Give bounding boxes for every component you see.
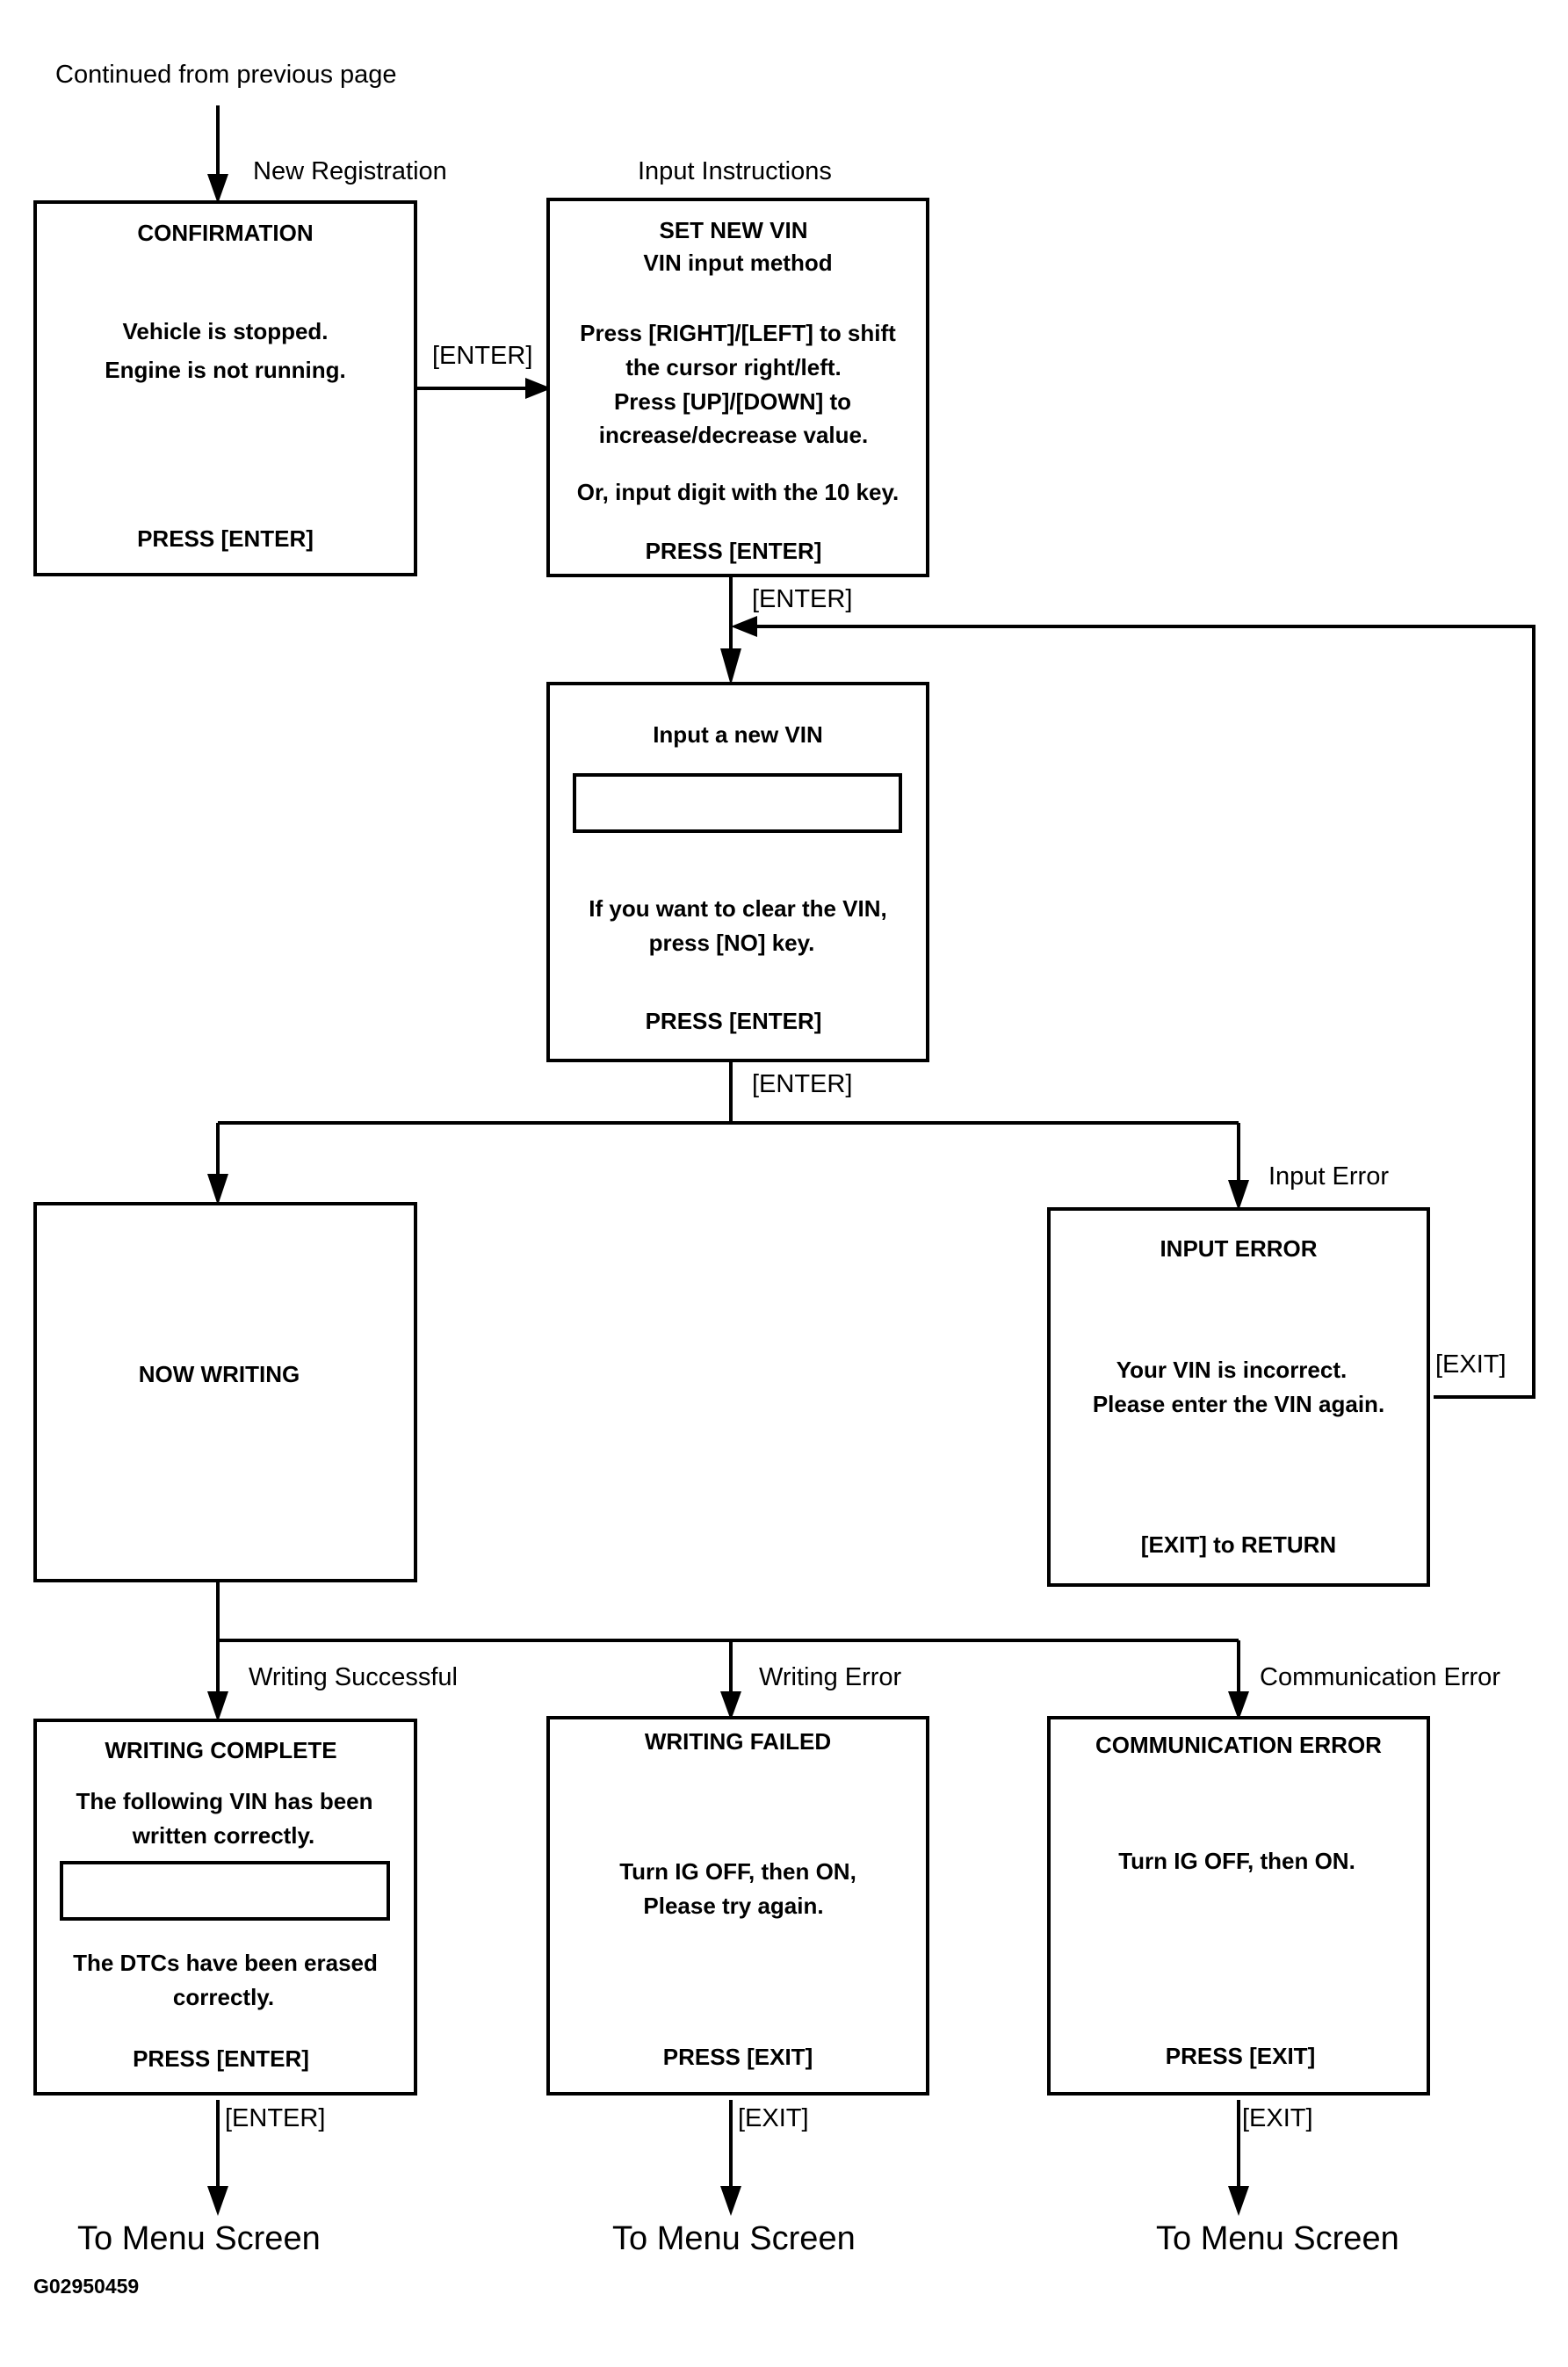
box-text-line: Please try again. bbox=[643, 1893, 824, 1919]
box-title: Input a new VIN bbox=[653, 721, 823, 748]
box-set-new-vin: SET NEW VIN VIN input method Press [RIGH… bbox=[546, 198, 929, 577]
label-enter-complete: [ENTER] bbox=[225, 2104, 326, 2132]
arrowhead-down bbox=[1228, 1691, 1249, 1720]
box-title: SET NEW VIN bbox=[659, 217, 808, 243]
box-text-line: The following VIN has been bbox=[76, 1788, 373, 1814]
arrowhead-down bbox=[207, 1174, 228, 1205]
label-communication-error: Communication Error bbox=[1260, 1663, 1500, 1691]
box-writing-failed: WRITING FAILED Turn IG OFF, then ON, Ple… bbox=[546, 1716, 929, 2096]
box-text-line: increase/decrease value. bbox=[598, 422, 869, 448]
arrowhead-down bbox=[720, 648, 741, 685]
box-text-line: correctly. bbox=[172, 1984, 275, 2010]
label-enter-input: [ENTER] bbox=[752, 1070, 853, 1098]
arrowhead-down bbox=[1228, 2186, 1249, 2216]
box-footer: PRESS [ENTER] bbox=[133, 2045, 309, 2072]
arrowhead-down bbox=[207, 2186, 228, 2216]
box-title: NOW WRITING bbox=[138, 1361, 300, 1387]
label-enter-confirm: [ENTER] bbox=[432, 342, 533, 370]
box-title: WRITING FAILED bbox=[644, 1728, 832, 1755]
box-input-error: INPUT ERROR Your VIN is incorrect. Pleas… bbox=[1047, 1207, 1430, 1587]
box-subtitle: VIN input method bbox=[643, 250, 833, 276]
label-exit-comm: [EXIT] bbox=[1242, 2104, 1313, 2132]
box-title: INPUT ERROR bbox=[1160, 1235, 1318, 1262]
box-text-line: The DTCs have been erased bbox=[73, 1950, 378, 1976]
box-text-line: Please enter the VIN again. bbox=[1092, 1391, 1385, 1417]
continued-label: Continued from previous page bbox=[55, 61, 397, 89]
box-text-line: If you want to clear the VIN, bbox=[589, 895, 887, 922]
box-text-line: Your VIN is incorrect. bbox=[1116, 1357, 1348, 1383]
box-communication-error: COMMUNICATION ERROR Turn IG OFF, then ON… bbox=[1047, 1716, 1430, 2096]
label-input-instructions: Input Instructions bbox=[638, 157, 832, 185]
box-title: CONFIRMATION bbox=[137, 220, 314, 246]
destination-menu-screen-3: To Menu Screen bbox=[1156, 2220, 1399, 2257]
box-confirmation: CONFIRMATION Vehicle is stopped. Engine … bbox=[33, 200, 417, 576]
box-text-line: Press [RIGHT]/[LEFT] to shift bbox=[580, 320, 896, 346]
arrowhead-down bbox=[207, 174, 228, 204]
box-title: COMMUNICATION ERROR bbox=[1095, 1732, 1382, 1758]
box-writing-complete: WRITING COMPLETE The following VIN has b… bbox=[33, 1719, 417, 2096]
arrowhead-down bbox=[1228, 1180, 1249, 1211]
box-text-line: Press [UP]/[DOWN] to bbox=[613, 388, 852, 415]
box-footer: PRESS [EXIT] bbox=[662, 2044, 813, 2070]
vin-input-field[interactable] bbox=[573, 773, 902, 833]
label-input-error: Input Error bbox=[1268, 1162, 1389, 1191]
box-title: WRITING COMPLETE bbox=[105, 1737, 337, 1763]
label-exit-failed: [EXIT] bbox=[738, 2104, 809, 2132]
box-now-writing: NOW WRITING bbox=[33, 1202, 417, 1582]
box-text-line: Turn IG OFF, then ON. bbox=[1118, 1848, 1355, 1874]
connector-error-loop bbox=[755, 625, 1535, 1399]
box-text-line: the cursor right/left. bbox=[625, 354, 842, 380]
box-text-line: written correctly. bbox=[132, 1822, 315, 1849]
box-footer: PRESS [EXIT] bbox=[1165, 2043, 1316, 2069]
box-text-line: Or, input digit with the 10 key. bbox=[576, 479, 900, 505]
destination-menu-screen-2: To Menu Screen bbox=[612, 2220, 856, 2257]
box-footer: [EXIT] to RETURN bbox=[1140, 1531, 1337, 1558]
box-text-line: press [NO] key. bbox=[648, 930, 815, 956]
destination-menu-screen-1: To Menu Screen bbox=[77, 2220, 321, 2257]
label-enter-setvin: [ENTER] bbox=[752, 585, 853, 613]
figure-id: G02950459 bbox=[33, 2275, 140, 2298]
box-text-line: Vehicle is stopped. bbox=[122, 318, 329, 344]
box-input-new-vin: Input a new VIN If you want to clear the… bbox=[546, 682, 929, 1062]
label-writing-successful: Writing Successful bbox=[249, 1663, 458, 1691]
vin-display-field bbox=[60, 1861, 390, 1921]
box-footer: PRESS [ENTER] bbox=[645, 538, 822, 564]
box-text-line: Turn IG OFF, then ON, bbox=[619, 1858, 856, 1885]
arrowhead-left bbox=[731, 616, 757, 637]
box-text-line: Engine is not running. bbox=[105, 357, 346, 383]
box-footer: PRESS [ENTER] bbox=[137, 525, 314, 552]
arrowhead-right bbox=[525, 378, 552, 399]
arrowhead-down bbox=[720, 2186, 741, 2216]
label-writing-error: Writing Error bbox=[759, 1663, 902, 1691]
label-new-registration: New Registration bbox=[253, 157, 447, 185]
box-footer: PRESS [ENTER] bbox=[645, 1008, 822, 1034]
arrowhead-down bbox=[720, 1691, 741, 1720]
arrowhead-down bbox=[207, 1691, 228, 1722]
label-exit-loop: [EXIT] bbox=[1435, 1350, 1507, 1379]
